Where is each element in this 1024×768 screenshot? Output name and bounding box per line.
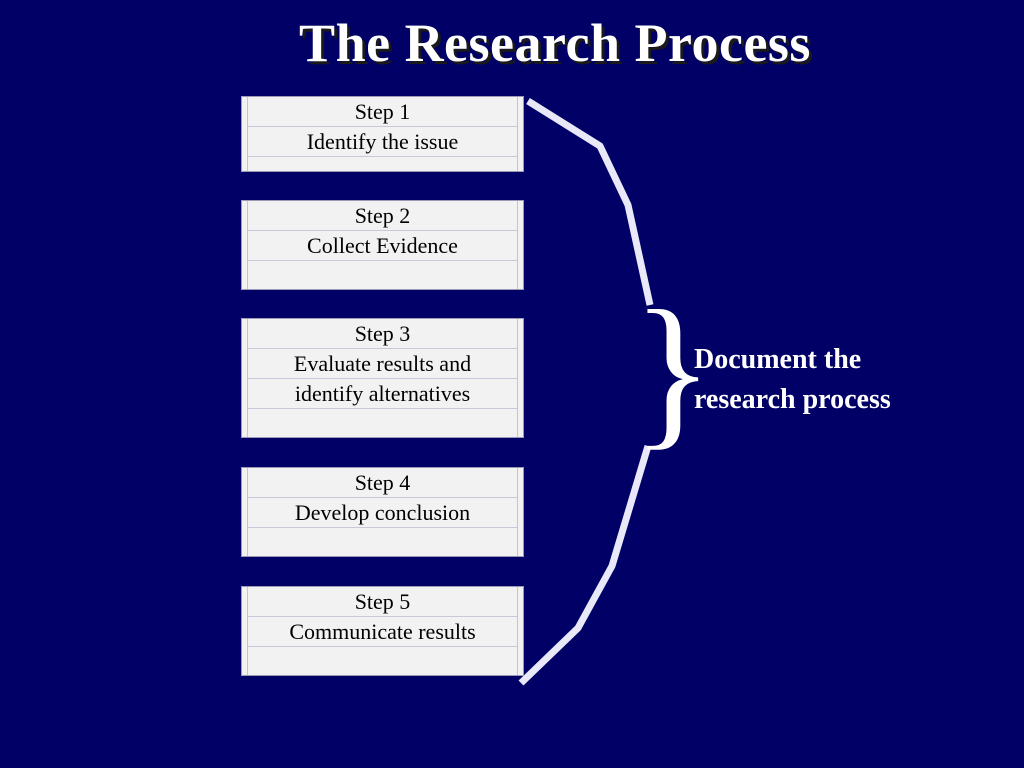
step-blank-line bbox=[248, 528, 517, 556]
step-label: Step 4 bbox=[248, 468, 517, 498]
step-text: Collect Evidence bbox=[248, 231, 517, 261]
note-line-1: Document the bbox=[694, 344, 862, 375]
lower-bracket-line bbox=[518, 444, 652, 686]
step-box-5: Step 5 Communicate results bbox=[241, 586, 524, 676]
step-blank-line bbox=[248, 157, 517, 171]
step-box-1: Step 1 Identify the issue bbox=[241, 96, 524, 172]
step-label: Step 2 bbox=[248, 201, 517, 231]
step-blank-line bbox=[248, 647, 517, 675]
step-text: Identify the issue bbox=[248, 127, 517, 157]
step-label: Step 1 bbox=[248, 97, 517, 127]
step-box-2: Step 2 Collect Evidence bbox=[241, 200, 524, 290]
step-text: Evaluate results and bbox=[248, 349, 517, 379]
step-blank-line bbox=[248, 261, 517, 289]
step-text: identify alternatives bbox=[248, 379, 517, 409]
note-line-2: research process bbox=[694, 384, 891, 415]
upper-bracket-line bbox=[526, 98, 654, 306]
step-box-4: Step 4 Develop conclusion bbox=[241, 467, 524, 557]
step-blank-line bbox=[248, 409, 517, 437]
slide-title: The Research Process bbox=[299, 13, 811, 73]
document-process-note: Document the research process bbox=[694, 340, 891, 420]
curly-brace-icon: } bbox=[632, 276, 714, 464]
step-box-3: Step 3 Evaluate results and identify alt… bbox=[241, 318, 524, 438]
step-text: Develop conclusion bbox=[248, 498, 517, 528]
step-label: Step 5 bbox=[248, 587, 517, 617]
step-label: Step 3 bbox=[248, 319, 517, 349]
step-text: Communicate results bbox=[248, 617, 517, 647]
